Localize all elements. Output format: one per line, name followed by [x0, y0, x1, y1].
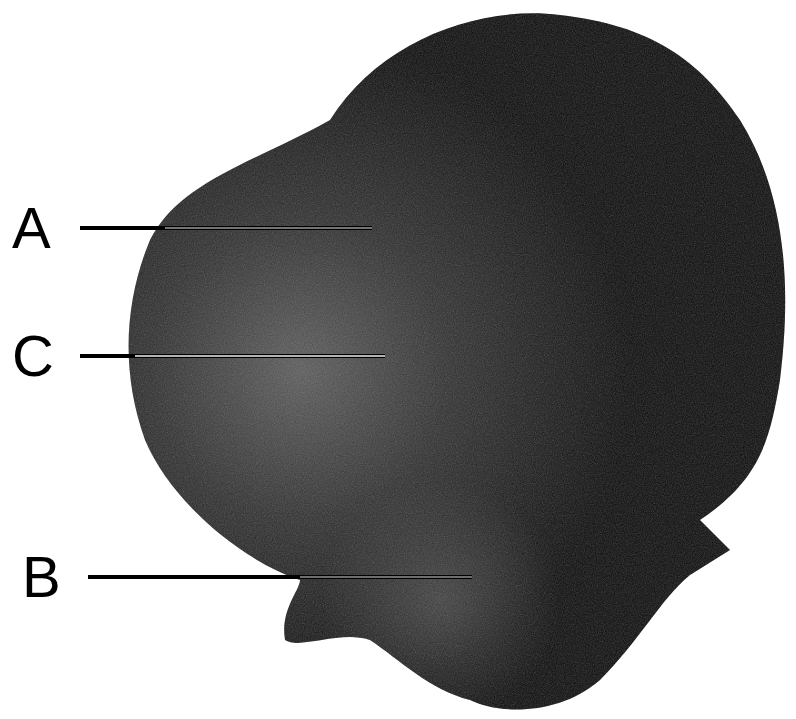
callout-letter: B — [22, 548, 61, 606]
leader-line — [80, 226, 372, 230]
callout-letter: A — [12, 199, 51, 257]
callout-letter: C — [12, 327, 54, 385]
leader-line-highlight — [300, 576, 472, 577]
leader-line — [88, 575, 472, 579]
leader-line-highlight — [135, 355, 385, 356]
leader-line-highlight — [165, 227, 372, 228]
leader-lines — [80, 228, 472, 577]
leader-line — [80, 354, 385, 358]
